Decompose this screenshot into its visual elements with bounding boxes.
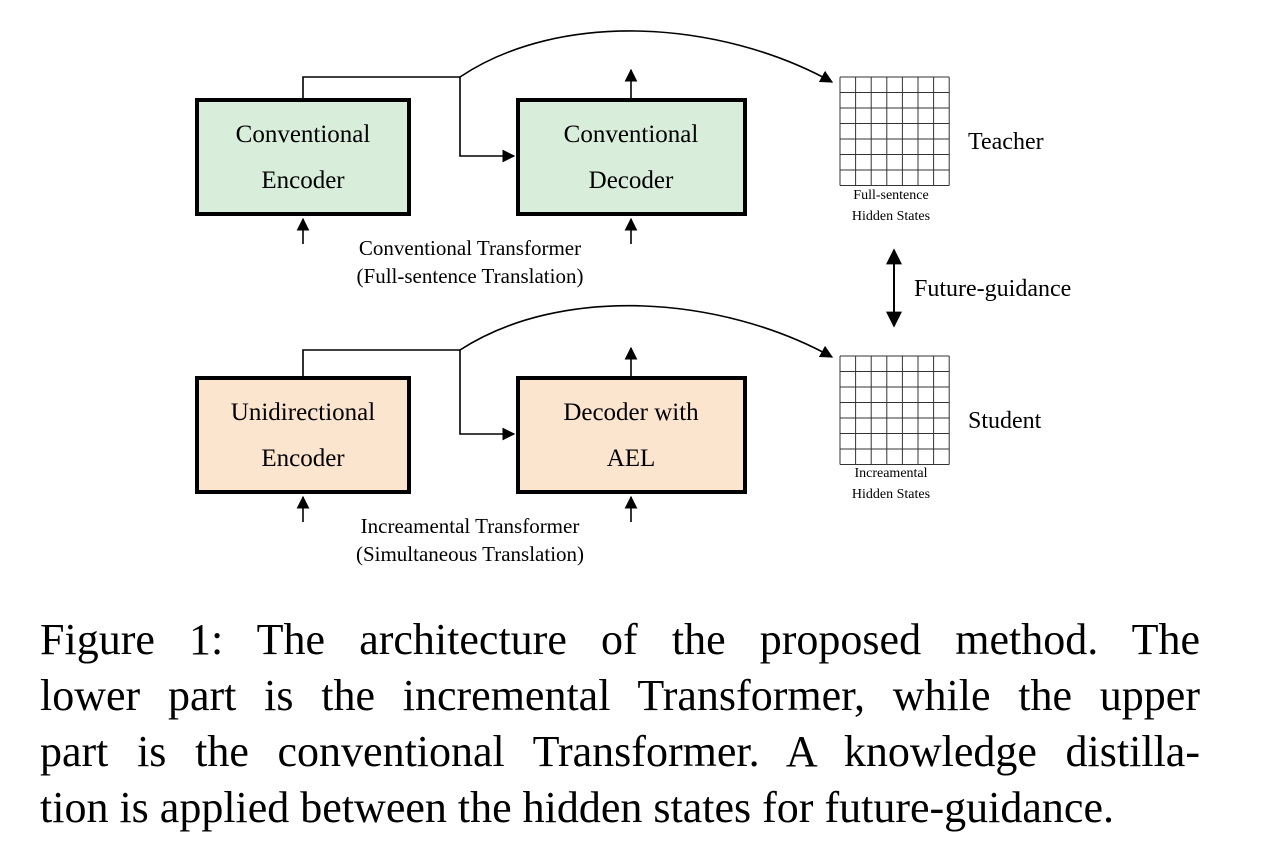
future-guidance-label: Future-guidance [914,276,1071,302]
incremental-hidden-states-grid [839,355,950,465]
full-sentence-hidden-states-grid [839,76,950,186]
incremental-states-label-line1: Increamental [854,466,927,481]
conventional-encoder-line2: Encoder [261,167,345,194]
teacher-label: Teacher [968,129,1044,155]
figure-caption: Figure 1: The architecture of the propos… [40,612,1200,836]
conventional-decoder-box [516,98,747,216]
conventional-transformer: Conventional Encoder Conventional Decode… [195,30,1044,288]
caption-line-2: lower part is the incremental Transforme… [40,671,1200,720]
decoder-with-ael-box [516,376,747,494]
caption-line-4: tion is applied between the hidden state… [40,783,1114,832]
full-sentence-states-label-line1: Full-sentence [853,188,928,203]
unidirectional-encoder-box [195,376,411,494]
full-sentence-states-label-line2: Hidden States [852,209,930,224]
conventional-transformer-label-line2: (Full-sentence Translation) [357,264,584,288]
teacher-curve-arrow [459,30,834,83]
incremental-transformer-label-line2: (Simultaneous Translation) [356,542,584,566]
unidirectional-encoder-line1: Unidirectional [231,399,375,426]
student-label: Student [968,408,1042,434]
conventional-decoder-line2: Decoder [589,167,674,194]
student-curve-arrow [459,304,834,358]
decoder-with-ael-line1: Decoder with [563,399,699,426]
unidirectional-encoder-line2: Encoder [261,445,345,472]
conventional-encoder-box [195,98,411,216]
caption-line-3: part is the conventional Transformer. A … [40,727,1200,776]
incremental-transformer-label-line1: Increamental Transformer [361,514,580,538]
caption-line-1: Figure 1: The architecture of the propos… [40,615,1200,664]
incremental-states-label-line2: Hidden States [852,487,930,502]
conventional-encoder-line1: Conventional [236,121,371,148]
decoder-with-ael-line2: AEL [607,445,656,472]
conventional-transformer-label-line1: Conventional Transformer [359,236,581,260]
conventional-decoder-line1: Conventional [564,121,699,148]
incremental-transformer: Unidirectional Encoder Decoder with AEL … [195,304,1042,566]
